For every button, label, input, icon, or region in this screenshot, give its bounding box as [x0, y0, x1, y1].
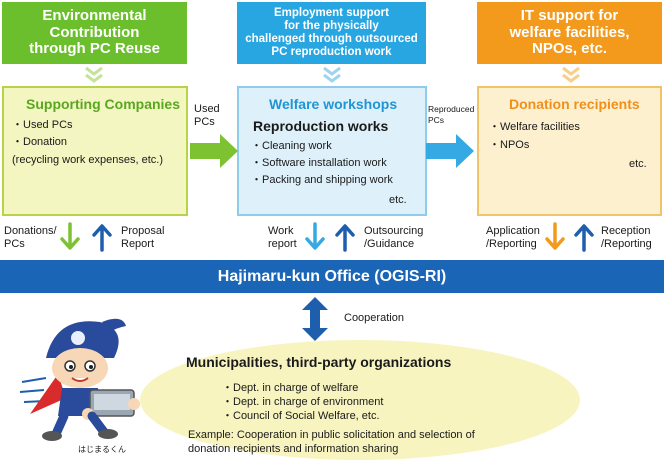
panel-supporting-companies: Supporting Companies ・Used PCs ・Donation… [2, 86, 188, 216]
panel-item: ・Used PCs [12, 119, 73, 131]
mascot-caption: はじまるくん [78, 445, 126, 454]
header-center-text: Employment support for the physically ch… [245, 7, 418, 58]
right-arrow-icon [190, 134, 238, 168]
office-bar: Hajimaru-kun Office (OGIS-RI) [0, 260, 664, 293]
label-proposal-report: Proposal Report [121, 225, 165, 250]
panel-etc: etc. [629, 158, 647, 170]
chevron-down-icon [85, 66, 103, 83]
cooperation-item: ・Dept. in charge of welfare [222, 382, 359, 394]
panel-title: Welfare workshops [269, 96, 398, 112]
double-arrow-icon [302, 297, 328, 341]
label-reception-reporting: Reception /Reporting [601, 225, 652, 250]
panel-title: Supporting Companies [26, 96, 180, 112]
header-right-text: IT support for welfare facilities, NPOs,… [509, 6, 630, 58]
office-label: Hajimaru-kun Office (OGIS-RI) [217, 267, 447, 285]
panel-item: ・Software installation work [251, 157, 387, 169]
panel-title: Donation recipients [509, 96, 640, 112]
header-it-support: IT support for welfare facilities, NPOs,… [477, 2, 662, 64]
panel-item: (recycling work expenses, etc.) [12, 154, 163, 166]
header-employment-support: Employment support for the physically ch… [237, 2, 426, 64]
label-cooperation: Cooperation [344, 312, 404, 324]
panel-etc: etc. [389, 194, 407, 206]
panel-item: ・Donation [12, 136, 68, 148]
panel-item: ・NPOs [489, 139, 530, 151]
label-outsourcing-guidance: Outsourcing /Guidance [364, 225, 424, 250]
up-arrow-icon [92, 224, 112, 252]
label-donations-pcs: Donations/ PCs [4, 225, 57, 250]
panel-donation-recipients: Donation recipients ・Welfare facilities … [477, 86, 662, 216]
panel-subtitle: Reproduction works [253, 118, 389, 134]
down-arrow-icon [60, 222, 80, 250]
flow-label-used-pcs: Used PCs [194, 103, 220, 128]
label-application-reporting: Application /Reporting [486, 225, 540, 250]
chevron-down-icon [323, 66, 341, 83]
chevron-down-icon [562, 66, 580, 83]
down-arrow-icon [305, 222, 325, 250]
panel-item: ・Cleaning work [251, 140, 332, 152]
cooperation-ellipse [140, 340, 580, 460]
up-arrow-icon [574, 224, 594, 252]
cooperation-item: ・Council of Social Welfare, etc. [222, 410, 380, 422]
flow-label-reproduced-pcs: Reproduced PCs [428, 104, 475, 125]
right-arrow-icon [426, 134, 474, 168]
panel-item: ・Welfare facilities [489, 121, 580, 133]
label-work-report: Work report [268, 225, 297, 250]
cooperation-note: Example: Cooperation in public solicitat… [188, 429, 475, 456]
down-arrow-icon [545, 222, 565, 250]
header-left-text: Environmental Contribution through PC Re… [29, 6, 160, 58]
cooperation-item: ・Dept. in charge of environment [222, 396, 384, 408]
header-environmental-contribution: Environmental Contribution through PC Re… [2, 2, 187, 64]
panel-item: ・Packing and shipping work [251, 174, 393, 186]
mascot-illustration [19, 318, 140, 441]
panel-welfare-workshops: Welfare workshops Reproduction works ・Cl… [237, 86, 427, 216]
up-arrow-icon [335, 224, 355, 252]
cooperation-title: Municipalities, third-party organization… [186, 354, 452, 370]
